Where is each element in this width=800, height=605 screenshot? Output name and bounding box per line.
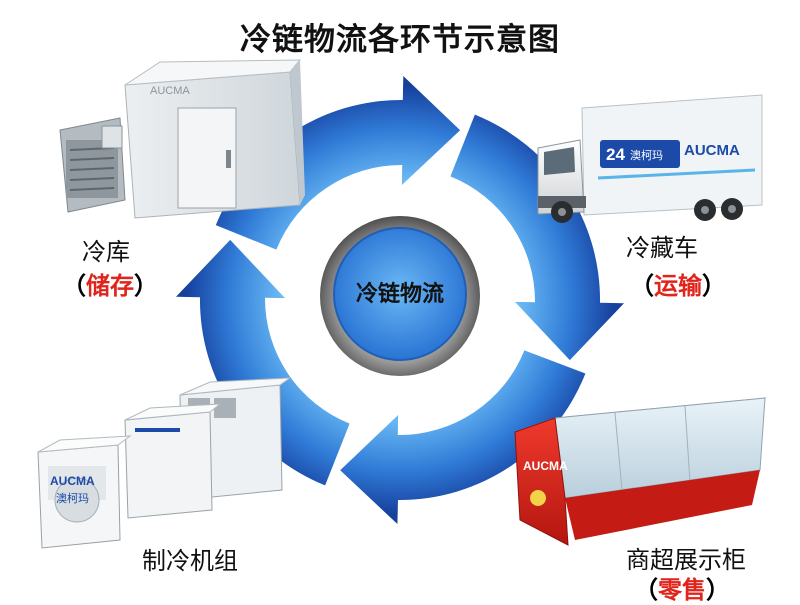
refrigeration-brand: AUCMA (50, 474, 95, 488)
refrigeration-brand-cn: 澳柯玛 (56, 492, 89, 505)
truck-paren-close: ） (702, 272, 726, 300)
arrow-truck-to-freezer (450, 114, 624, 361)
diagram-title: 冷链物流各环节示意图 (240, 22, 560, 58)
truck-badge-text: 澳柯玛 (630, 149, 663, 162)
freezer-sublabel: （零售） (634, 570, 730, 605)
truck-badge: 24 (606, 145, 625, 164)
arrow-refrigeration-to-storage (176, 239, 350, 486)
cold-storage-role: 储存 (86, 272, 134, 300)
freezer-role: 零售 (658, 576, 706, 604)
center-label: 冷链物流 (355, 282, 444, 307)
freezer-paren-open: （ (634, 576, 658, 604)
cold-storage-image: AUCMA (59, 59, 305, 219)
cold-storage-paren-open: （ (62, 272, 86, 300)
truck-image: 24 澳柯玛 AUCMA (537, 94, 763, 223)
truck-sublabel: （运输） (630, 266, 726, 301)
freezer-label: 商超展示柜 (626, 546, 746, 574)
cold-storage-brand: AUCMA (150, 85, 190, 97)
freezer-brand: AUCMA (523, 459, 568, 473)
cold-storage-paren-close: ） (134, 272, 158, 300)
freezer-paren-close: ） (706, 576, 730, 604)
truck-brand: AUCMA (684, 142, 740, 159)
refrigeration-label: 制冷机组 (142, 547, 238, 575)
display-freezer-image: AUCMA (514, 397, 767, 546)
arrow-freezer-to-refrigeration (340, 350, 586, 524)
cold-storage-sublabel: （储存） (62, 266, 158, 301)
truck-label: 冷藏车 (626, 234, 698, 262)
truck-role: 运输 (654, 272, 702, 300)
refrigeration-units-image: AUCMA 澳柯玛 (37, 377, 292, 549)
center-hub (320, 216, 480, 376)
truck-paren-open: （ (630, 272, 654, 300)
cold-storage-label: 冷库 (82, 238, 130, 266)
